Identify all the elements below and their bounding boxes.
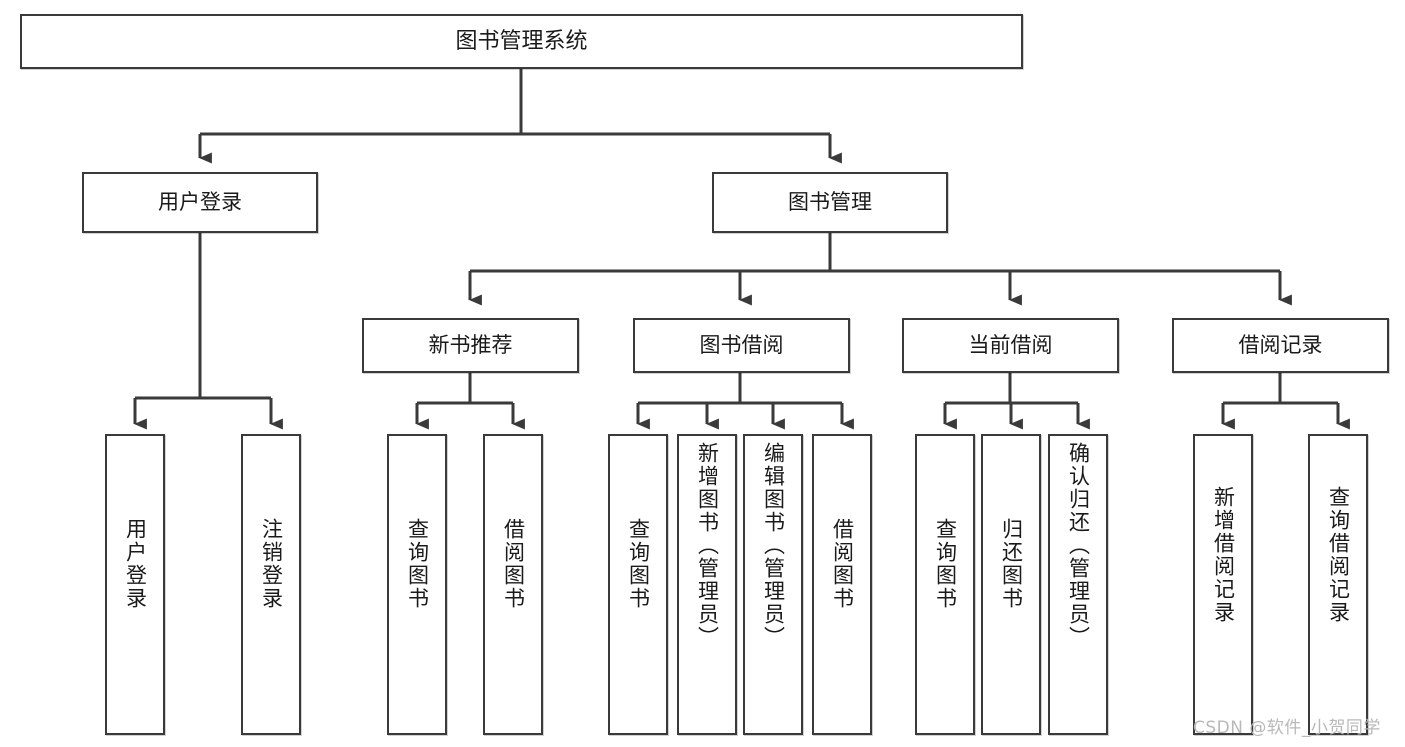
node-label: 图书借阅 <box>699 333 784 358</box>
node-label: 当前借阅 <box>968 333 1053 358</box>
node-label: 编辑图书（管理员） <box>761 442 786 649</box>
node-leaf-query-book-current[interactable]: 查询图书 <box>915 434 975 735</box>
csdn-watermark: CSDN @软件_小贺同学 <box>1193 718 1381 738</box>
node-label: 图书管理系统 <box>455 28 588 54</box>
node-label: 新增借阅记录 <box>1211 486 1236 624</box>
node-label: 查询图书 <box>626 518 651 610</box>
node-label: 查询借阅记录 <box>1326 486 1351 624</box>
node-leaf-query-borrow-record[interactable]: 查询借阅记录 <box>1308 434 1368 735</box>
node-label: 新书推荐 <box>428 333 513 358</box>
node-label: 确认归还（管理员） <box>1066 442 1091 649</box>
node-leaf-borrow-book-borrow[interactable]: 借阅图书 <box>812 434 872 735</box>
node-label: 图书管理 <box>788 190 872 215</box>
node-label: 新增图书（管理员） <box>695 442 720 649</box>
node-label: 用户登录 <box>158 190 242 215</box>
node-label: 归还图书 <box>999 518 1024 610</box>
node-current-borrow[interactable]: 当前借阅 <box>902 318 1119 373</box>
node-label: 查询图书 <box>405 518 430 610</box>
node-leaf-edit-book-admin[interactable]: 编辑图书（管理员） <box>743 434 803 735</box>
node-label: 借阅记录 <box>1238 333 1323 358</box>
node-user-login[interactable]: 用户登录 <box>82 172 318 233</box>
node-label: 借阅图书 <box>501 518 526 610</box>
node-new-book-recommend[interactable]: 新书推荐 <box>362 318 579 373</box>
node-leaf-borrow-book-recommend[interactable]: 借阅图书 <box>483 434 543 735</box>
node-leaf-add-book-admin[interactable]: 新增图书（管理员） <box>677 434 737 735</box>
node-label: 查询图书 <box>933 518 958 610</box>
node-leaf-query-book-borrow[interactable]: 查询图书 <box>608 434 668 735</box>
node-book-management[interactable]: 图书管理 <box>712 172 948 233</box>
node-label: 借阅图书 <box>830 518 855 610</box>
node-borrow-record[interactable]: 借阅记录 <box>1172 318 1389 373</box>
node-leaf-logout-login[interactable]: 注销登录 <box>241 434 301 735</box>
node-leaf-query-book-recommend[interactable]: 查询图书 <box>387 434 447 735</box>
node-leaf-user-login[interactable]: 用户登录 <box>105 434 165 735</box>
node-leaf-add-borrow-record[interactable]: 新增借阅记录 <box>1193 434 1253 735</box>
node-leaf-return-book[interactable]: 归还图书 <box>981 434 1041 735</box>
node-leaf-confirm-return-admin[interactable]: 确认归还（管理员） <box>1048 434 1108 735</box>
node-root-book-management-system[interactable]: 图书管理系统 <box>20 14 1023 69</box>
node-label: 注销登录 <box>259 518 284 610</box>
node-label: 用户登录 <box>123 518 148 610</box>
node-book-borrow[interactable]: 图书借阅 <box>633 318 850 373</box>
